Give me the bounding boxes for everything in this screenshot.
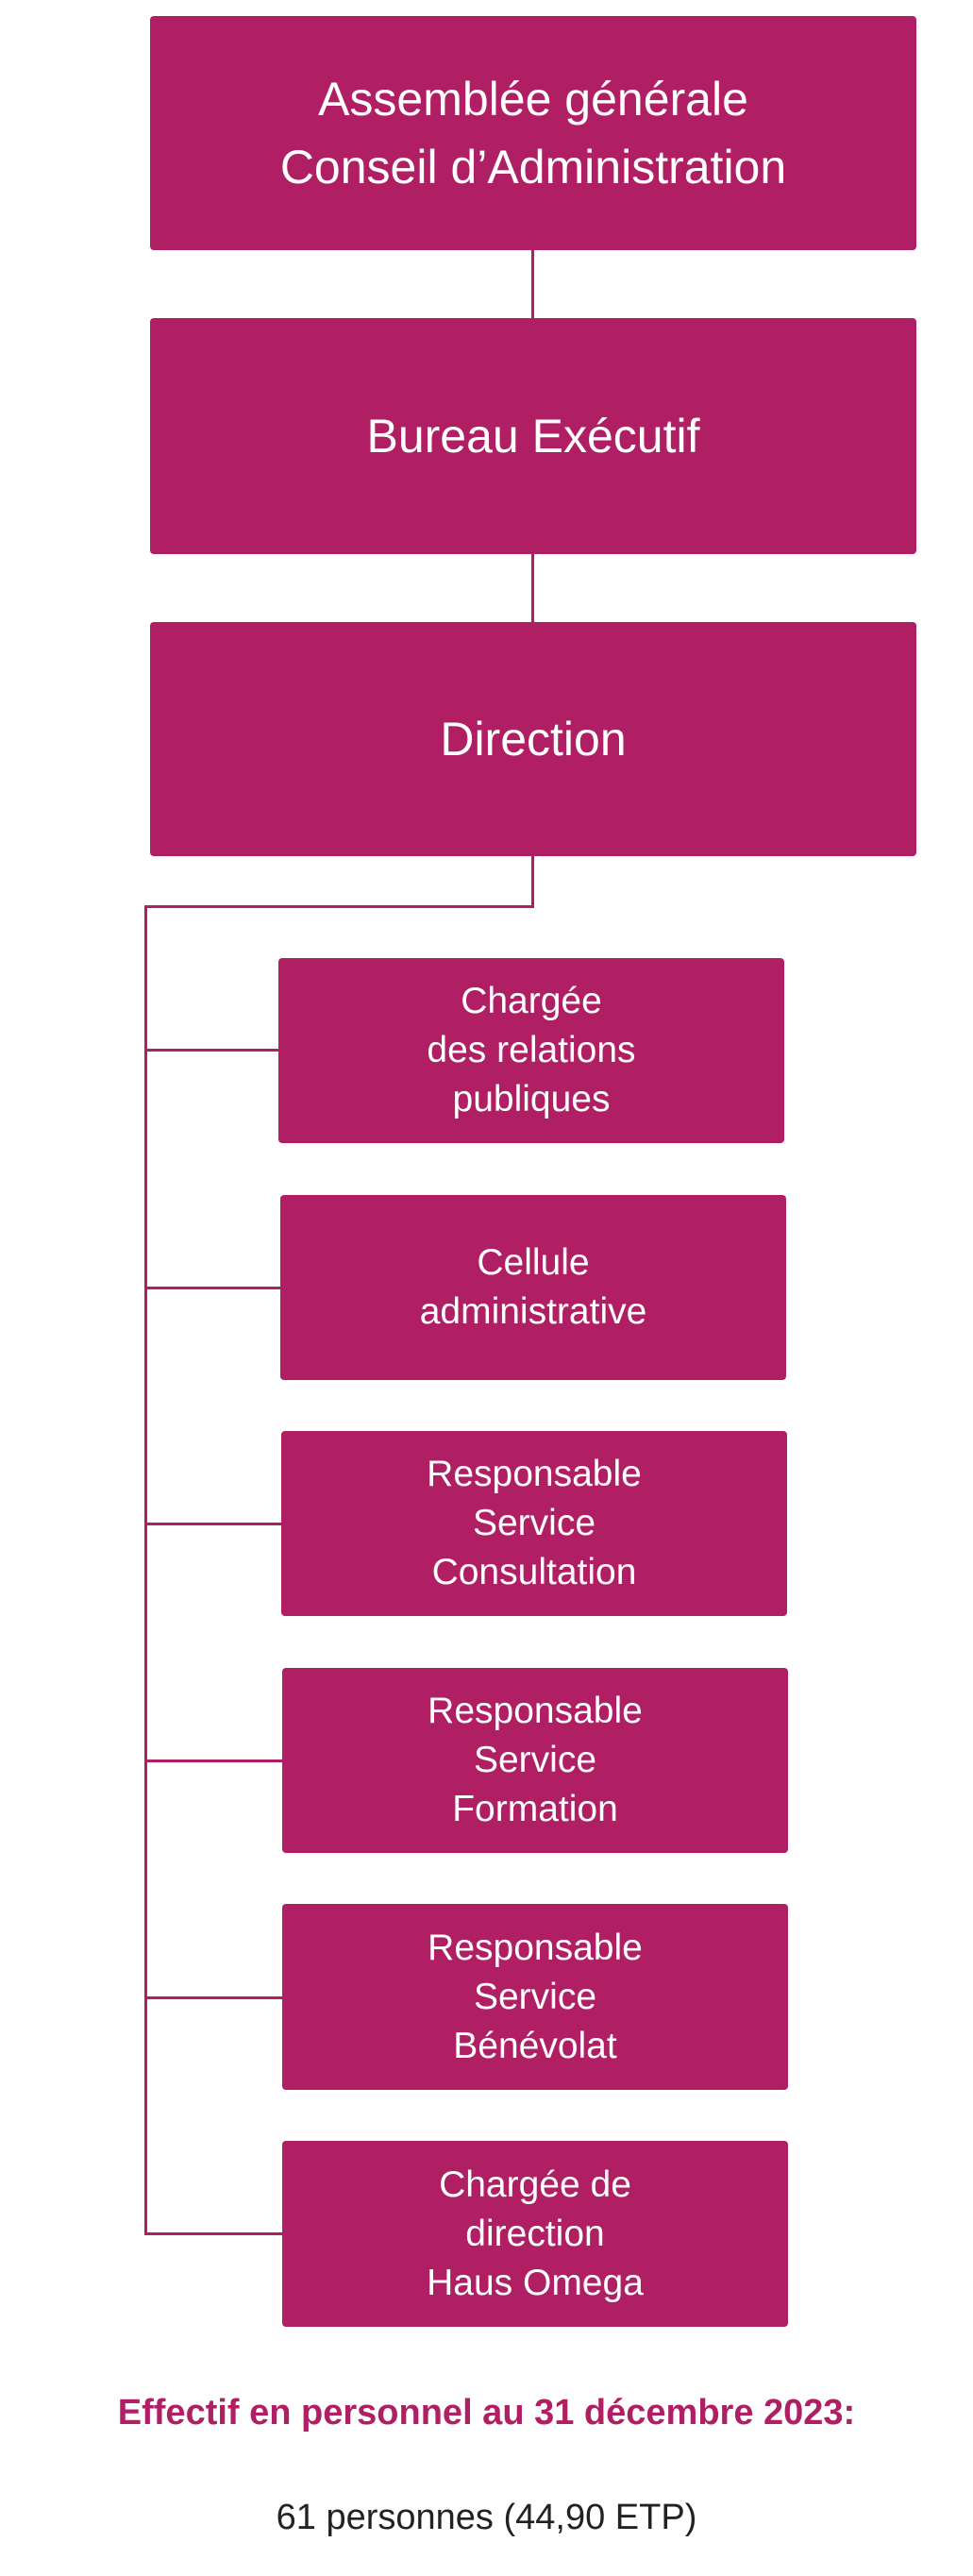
connector-horizontal-top bbox=[144, 905, 534, 908]
staff-count-title: Effectif en personnel au 31 décembre 202… bbox=[117, 2393, 856, 2433]
connector-branch-1 bbox=[144, 1049, 278, 1052]
unit-consultation-label: Responsable Service Consultation bbox=[427, 1454, 642, 1592]
unit-administrative-cell-box: Cellule administrative bbox=[280, 1195, 786, 1380]
unit-consultation-box: Responsable Service Consultation bbox=[281, 1431, 787, 1616]
unit-administrative-cell-label: Cellule administrative bbox=[419, 1242, 647, 1332]
connector-branch-3 bbox=[144, 1523, 281, 1525]
connector-bureau-direction bbox=[531, 554, 534, 622]
connector-branch-2 bbox=[144, 1287, 280, 1289]
staff-count-value: 61 personnes (44,90 ETP) bbox=[276, 2498, 697, 2537]
connector-branch-4 bbox=[144, 1759, 282, 1762]
unit-haus-omega-box: Chargée de direction Haus Omega bbox=[282, 2141, 788, 2327]
connector-assembly-bureau bbox=[531, 250, 534, 318]
unit-public-relations-box: Chargée des relations publiques bbox=[278, 958, 784, 1143]
unit-training-box: Responsable Service Formation bbox=[282, 1668, 788, 1853]
direction-box: Direction bbox=[150, 622, 916, 856]
unit-volunteering-box: Responsable Service Bénévolat bbox=[282, 1904, 788, 2090]
general-assembly-label: Assemblée générale Conseil d’Administrat… bbox=[279, 73, 787, 194]
connector-vertical-trunk bbox=[144, 905, 147, 2235]
general-assembly-box: Assemblée générale Conseil d’Administrat… bbox=[150, 16, 916, 250]
unit-public-relations-label: Chargée des relations publiques bbox=[427, 981, 636, 1120]
unit-training-label: Responsable Service Formation bbox=[428, 1691, 643, 1829]
unit-haus-omega-label: Chargée de direction Haus Omega bbox=[427, 2164, 644, 2303]
executive-bureau-box: Bureau Exécutif bbox=[150, 318, 916, 554]
connector-branch-5 bbox=[144, 1996, 282, 1999]
connector-branch-6 bbox=[144, 2232, 282, 2235]
unit-volunteering-label: Responsable Service Bénévolat bbox=[428, 1927, 643, 2066]
direction-label: Direction bbox=[440, 713, 627, 766]
connector-direction-down bbox=[531, 856, 534, 908]
executive-bureau-label: Bureau Exécutif bbox=[366, 410, 700, 463]
